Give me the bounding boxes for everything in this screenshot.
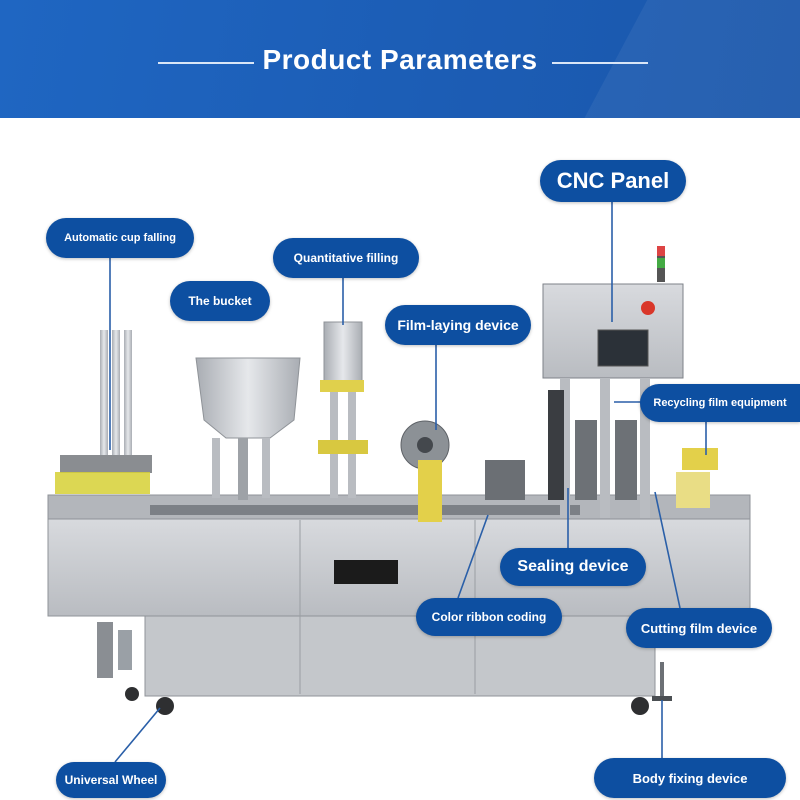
page-header: Product Parameters (0, 0, 800, 118)
display-slot (334, 560, 398, 584)
base-hardware (97, 622, 672, 715)
label-cnc-panel: CNC Panel (540, 160, 686, 202)
label-universal-wheel: Universal Wheel (56, 762, 166, 798)
leader-lines (109, 200, 707, 763)
bucket-unit (195, 357, 301, 500)
wheel-icon (156, 697, 174, 715)
wheel-icon (631, 697, 649, 715)
page-title: Product Parameters (262, 44, 538, 75)
cnc-panel-unit (542, 246, 684, 518)
label-the-bucket: The bucket (170, 281, 270, 321)
label-quantitative-filling: Quantitative filling (273, 238, 419, 278)
cup-falling-unit (55, 330, 152, 494)
filling-unit (318, 321, 368, 498)
label-body-fixing-device: Body fixing device (594, 758, 786, 798)
header-rule-left (158, 62, 254, 64)
header-rule-right (552, 62, 648, 64)
fixing-foot (652, 696, 672, 701)
label-film-laying-device: Film-laying device (385, 305, 531, 345)
label-recycling-film-equipment: Recycling film equipment (640, 384, 800, 422)
recycling-film-unit (676, 448, 718, 508)
film-roll-unit (400, 420, 525, 522)
wheel-icon (125, 687, 139, 701)
label-sealing-device: Sealing device (500, 548, 646, 586)
label-color-ribbon-coding: Color ribbon coding (416, 598, 562, 636)
label-cutting-film-device: Cutting film device (626, 608, 772, 648)
label-automatic-cup-falling: Automatic cup falling (46, 218, 194, 258)
machine-body (47, 494, 751, 697)
